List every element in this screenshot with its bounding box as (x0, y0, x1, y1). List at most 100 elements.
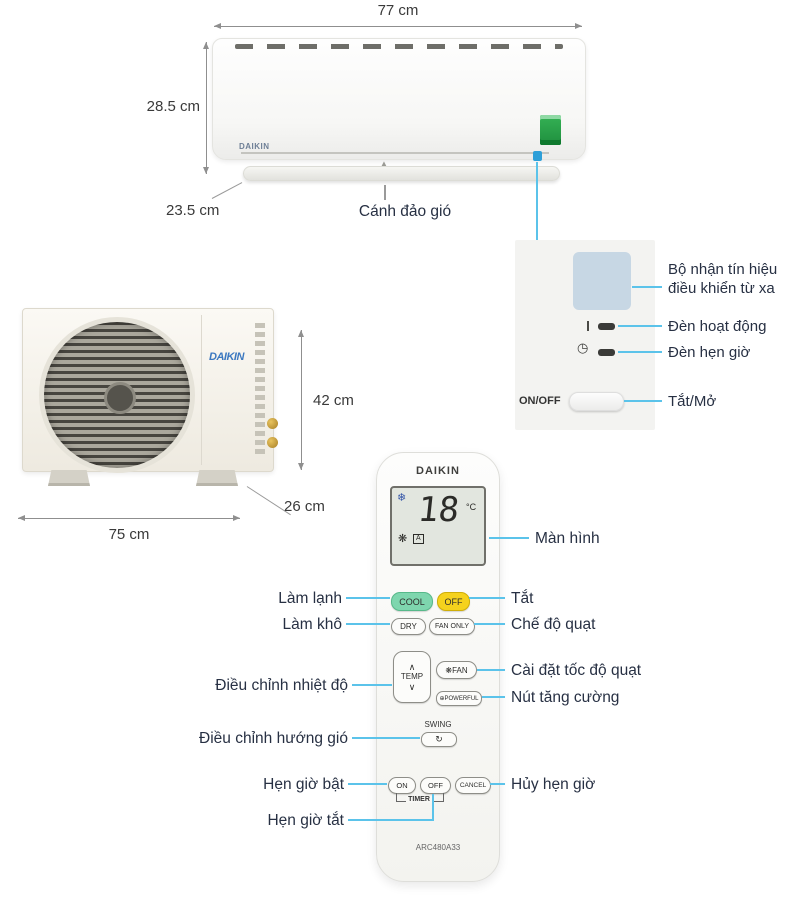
receiver-callout-line (632, 286, 662, 288)
screen-callout-line (489, 537, 529, 539)
timer-on-callout-line (348, 783, 387, 785)
remote-model: ARC480A33 (415, 843, 461, 852)
boost-callout: Nút tăng cường (511, 689, 620, 706)
timer-cancel-callout-line (490, 783, 505, 785)
lcd-unit: °C (466, 502, 477, 512)
dry-button[interactable]: DRY (391, 618, 426, 635)
timer-off-callout-line-v (432, 794, 434, 821)
outdoor-side-vents (255, 323, 265, 457)
louver-hinge-icon: ▲ (380, 159, 388, 168)
indoor-depth-line (211, 182, 243, 199)
swing-callout-line (352, 737, 420, 739)
energy-rating-label (540, 115, 561, 145)
indoor-daikin-logo: DAIKIN (239, 142, 270, 151)
swing-callout: Điều chỉnh hướng gió (199, 730, 348, 747)
dry-callout: Làm khô (282, 616, 342, 633)
snowflake-icon: ❄ (397, 492, 407, 504)
cooling-callout-line (346, 597, 390, 599)
fan-button-icon: ❋ (445, 665, 453, 675)
timer-off-callout: Hẹn giờ tắt (267, 812, 344, 829)
indoor-depth-label: 23.5 cm (166, 202, 220, 219)
operation-light-tick (587, 321, 589, 331)
fan-mode-callout: Chế độ quạt (511, 616, 596, 633)
power-off-callout: Tắt (511, 590, 534, 607)
remote-signal-receiver (573, 252, 631, 310)
lcd-temperature: 18 (415, 490, 462, 530)
off-button[interactable]: OFF (437, 592, 470, 611)
operation-light-callout: Đèn hoạt động (668, 318, 767, 335)
outdoor-panel-divider (201, 315, 202, 465)
swing-label: SWING (424, 720, 452, 729)
timer-light-callout-line (618, 351, 662, 353)
timer-off-callout-line-h (348, 819, 434, 821)
louver-pointer-line (384, 185, 386, 200)
operation-light-callout-line (618, 325, 662, 327)
timer-cancel-callout: Hủy hẹn giờ (511, 776, 596, 793)
timer-light (598, 349, 615, 356)
receiver-callout: Bộ nhận tín hiệu điều khiển từ xa (668, 260, 777, 298)
onoff-button[interactable] (569, 392, 624, 411)
outdoor-daikin-logo: DAIKIN (209, 351, 244, 363)
indoor-height-label: 28.5 cm (146, 98, 200, 115)
receiver-connector-line (536, 162, 538, 240)
outdoor-height-arrow (298, 330, 304, 470)
swing-icon: ↻ (435, 734, 443, 744)
temp-adjust-callout: Điều chỉnh nhiệt độ (215, 677, 348, 694)
timer-group-label: TIMER (406, 796, 432, 803)
temp-button-label: TEMP (400, 672, 424, 681)
timer-off-button[interactable]: OFF (420, 777, 451, 794)
onoff-callout: Tắt/Mở (668, 393, 717, 410)
screen-callout: Màn hình (535, 530, 600, 547)
boost-callout-line (482, 696, 505, 698)
powerful-button-icon: ⊕ (439, 696, 445, 702)
indoor-unit: DAIKIN (212, 38, 586, 160)
receiver-callout-line1: Bộ nhận tín hiệu (668, 261, 778, 278)
indoor-width-arrow (214, 23, 582, 29)
signal-receiver-window (533, 151, 542, 161)
lcd-fan-icon: ❋ (398, 533, 408, 545)
fan-speed-callout-line (477, 669, 505, 671)
refrigerant-valve-bottom (267, 437, 278, 448)
cancel-button[interactable]: CANCEL (455, 777, 491, 794)
indoor-height-arrow (203, 42, 209, 174)
onoff-callout-line (624, 400, 662, 402)
timer-clock-icon: ◷ (577, 340, 589, 355)
indoor-width-label: 77 cm (377, 2, 419, 19)
timer-light-callout: Đèn hẹn giờ (668, 344, 751, 361)
timer-on-button[interactable]: ON (388, 777, 416, 794)
outdoor-foot-left (48, 470, 90, 486)
remote-daikin-logo: DAIKIN (416, 465, 460, 477)
outdoor-height-label: 42 cm (313, 392, 354, 409)
fan-speed-button[interactable]: ❋ FAN (436, 661, 477, 679)
temp-down-icon[interactable]: ∨ (408, 682, 416, 692)
timer-on-callout: Hẹn giờ bật (263, 776, 344, 793)
fan-mode-callout-line (474, 623, 505, 625)
outdoor-width-arrow (18, 515, 240, 521)
outdoor-width-label: 75 cm (108, 526, 150, 543)
onoff-button-text: ON/OFF (519, 395, 561, 407)
temp-button[interactable]: ∧ TEMP ∨ (393, 651, 431, 703)
cooling-callout: Làm lạnh (278, 590, 342, 607)
refrigerant-valve-top (267, 418, 278, 429)
indoor-air-outlet (241, 152, 549, 154)
cool-button[interactable]: COOL (391, 592, 433, 611)
indoor-vents (235, 44, 563, 49)
powerful-button-label: POWERFUL (444, 695, 479, 702)
swing-button[interactable]: ↻ (421, 732, 457, 747)
powerful-button[interactable]: ⊕ POWERFUL (436, 691, 482, 706)
remote-lcd: ❄ 18 °C ❋ A (390, 486, 486, 566)
outdoor-depth-label: 26 cm (284, 498, 325, 515)
dry-callout-line (346, 623, 390, 625)
louver-callout: Cánh đảo gió (358, 203, 452, 220)
fan-hub (104, 382, 136, 414)
outdoor-unit: DAIKIN (22, 308, 274, 473)
fan-only-button[interactable]: FAN ONLY (429, 618, 475, 635)
outdoor-foot-right (196, 470, 238, 486)
remote-control: DAIKIN ❄ 18 °C ❋ A COOL OFF DRY FAN ONLY… (376, 452, 500, 882)
temp-up-icon[interactable]: ∧ (408, 662, 416, 672)
temp-adjust-callout-line (352, 684, 392, 686)
operation-light (598, 323, 615, 330)
lcd-auto-badge: A (413, 534, 424, 544)
fan-speed-callout: Cài đặt tốc độ quạt (511, 662, 642, 679)
receiver-callout-line2: điều khiển từ xa (668, 280, 775, 297)
